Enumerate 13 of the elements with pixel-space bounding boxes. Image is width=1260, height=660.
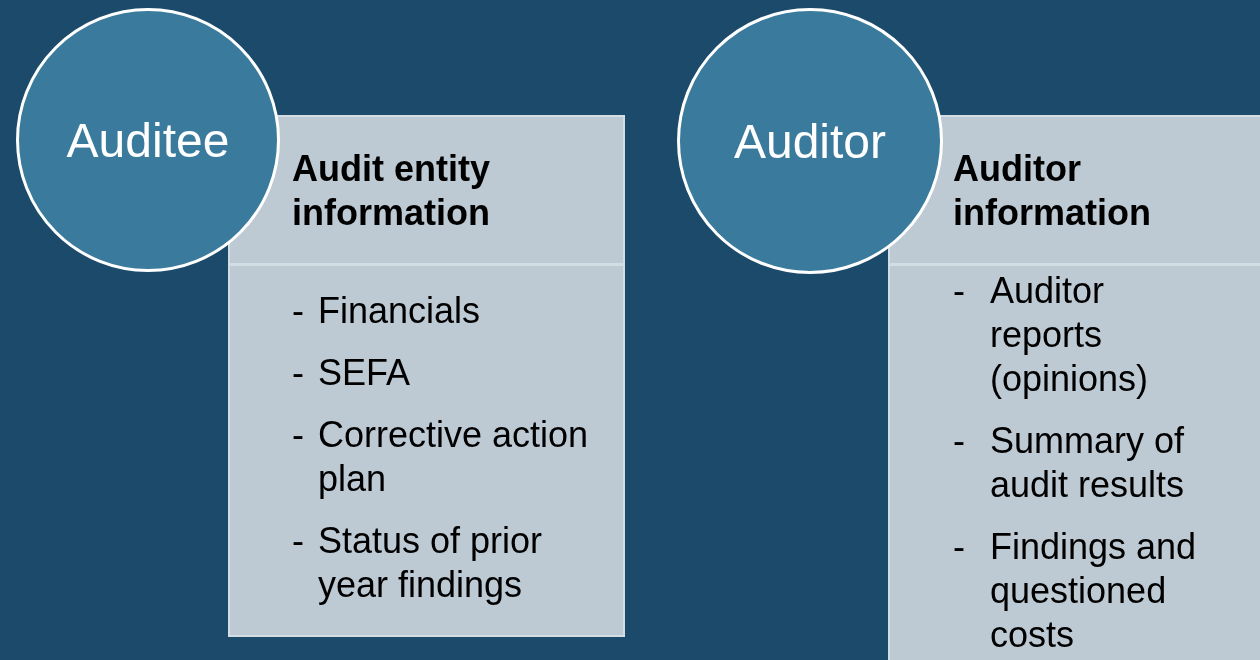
list-item: - Findings and questioned costs <box>953 525 1198 657</box>
card-heading: Audit entity information <box>292 147 491 235</box>
list-item: - SEFA <box>292 351 412 395</box>
list-item: - Summary of audit results <box>953 419 1186 507</box>
list-item: - Corrective action plan <box>292 413 590 501</box>
info-card <box>888 115 1260 660</box>
list-item: - Auditor reports (opinions) <box>953 269 1150 401</box>
list-item: - Financials <box>292 289 482 333</box>
card-heading: Auditor information <box>953 147 1152 235</box>
info-card <box>228 115 625 637</box>
list-item: - Status of prior year findings <box>292 519 544 607</box>
circle-label: Auditor <box>733 113 887 169</box>
circle-label: Auditee <box>66 112 230 168</box>
